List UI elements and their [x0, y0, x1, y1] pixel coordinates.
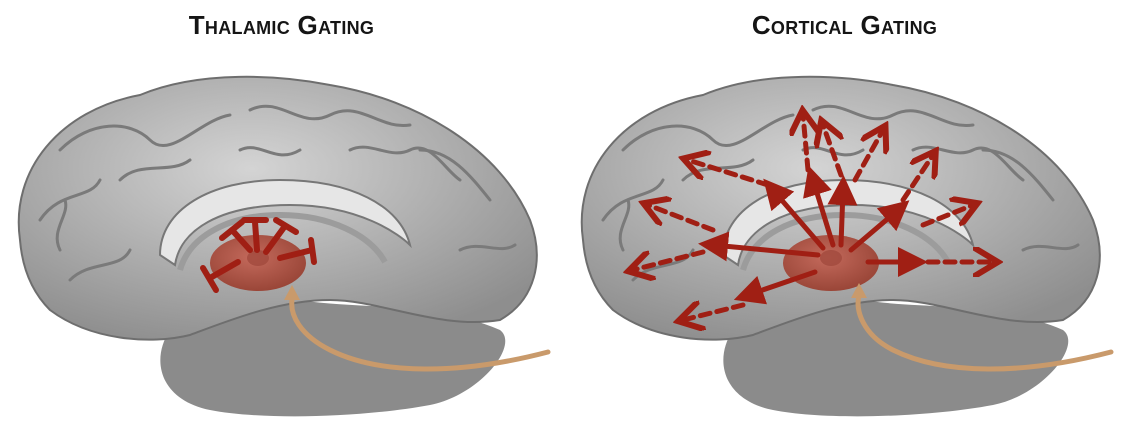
cortical-gating-panel: Cortical Gating	[563, 0, 1126, 425]
cerebrum	[19, 77, 537, 340]
brain-diagram	[563, 0, 1126, 425]
brain-diagram	[0, 0, 563, 425]
thalamic-gating-panel: Thalamic Gating	[0, 0, 563, 425]
